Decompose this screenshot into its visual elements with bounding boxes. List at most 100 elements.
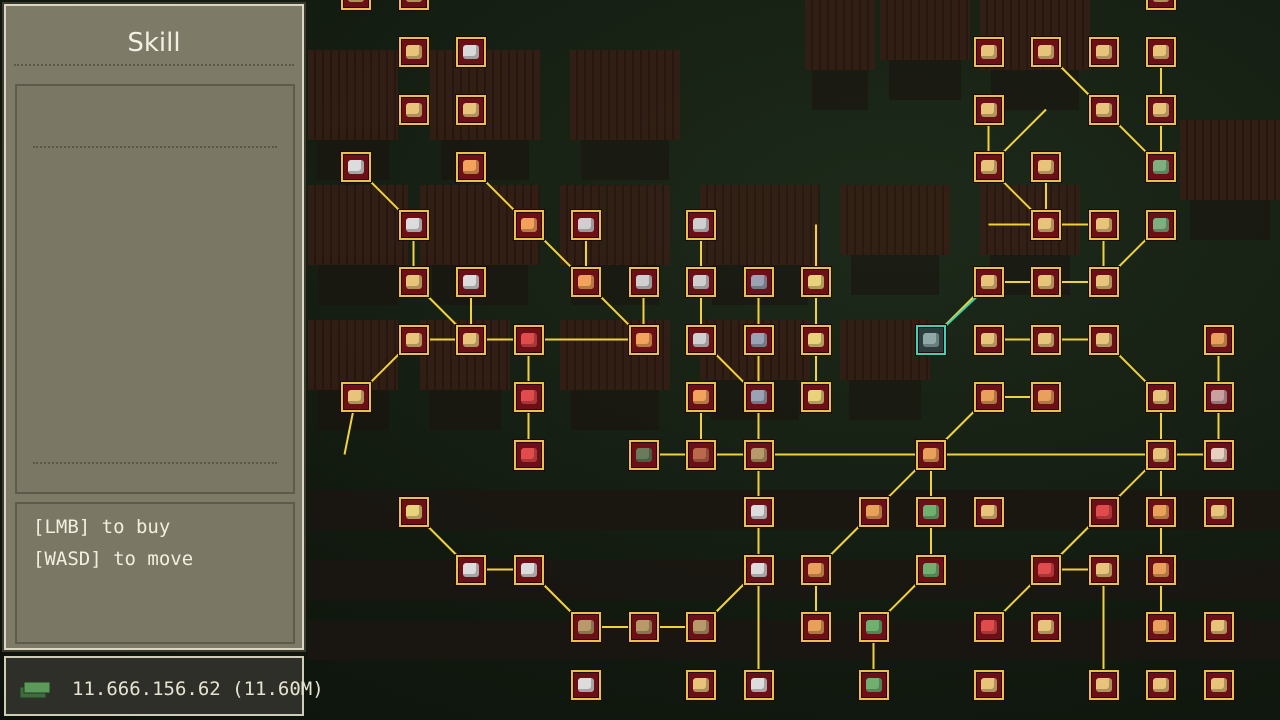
skill-node[interactable] (686, 382, 716, 412)
skill-node[interactable] (1146, 0, 1176, 10)
skill-node[interactable] (1146, 669, 1176, 700)
skill-node[interactable] (1088, 554, 1119, 585)
skill-node[interactable] (1146, 439, 1176, 470)
skill-node[interactable] (1203, 497, 1234, 527)
skill-node[interactable] (801, 382, 831, 412)
skill-node[interactable] (628, 267, 659, 297)
skill-node[interactable] (513, 382, 544, 412)
skill-node[interactable] (1146, 37, 1176, 67)
skill-node[interactable] (398, 267, 429, 297)
skill-node[interactable] (1146, 209, 1176, 240)
skill-node[interactable] (1146, 554, 1176, 585)
skill-node[interactable] (398, 497, 429, 527)
skill-node[interactable] (1031, 267, 1061, 297)
skill-node[interactable] (1203, 439, 1234, 470)
skill-node[interactable] (1088, 497, 1119, 527)
skill-node[interactable] (801, 612, 831, 642)
skill-node[interactable] (456, 94, 486, 125)
skill-node[interactable] (1146, 497, 1176, 527)
skill-node[interactable] (743, 497, 774, 527)
skill-node[interactable] (628, 439, 659, 470)
skill-node[interactable] (743, 382, 774, 412)
skill-node[interactable] (801, 267, 831, 297)
skill-node[interactable] (628, 612, 659, 642)
skill-node[interactable] (1088, 324, 1119, 355)
skill-node[interactable] (1203, 669, 1234, 700)
skill-node[interactable] (686, 439, 716, 470)
skill-node[interactable] (1088, 94, 1119, 125)
skill-node[interactable] (916, 554, 946, 585)
skill-node[interactable] (1146, 94, 1176, 125)
skill-node[interactable] (743, 669, 774, 700)
skill-node[interactable] (973, 382, 1004, 412)
skill-node[interactable] (858, 669, 889, 700)
skill-node[interactable] (456, 152, 486, 182)
skill-node[interactable] (973, 37, 1004, 67)
skill-node[interactable] (398, 0, 429, 10)
skill-node[interactable] (686, 669, 716, 700)
skill-node[interactable] (456, 37, 486, 67)
skill-node[interactable] (398, 209, 429, 240)
skill-node[interactable] (341, 152, 371, 182)
skill-node[interactable] (398, 37, 429, 67)
skill-node[interactable] (1088, 267, 1119, 297)
skill-node[interactable] (916, 324, 946, 355)
skill-node[interactable] (858, 497, 889, 527)
skill-node[interactable] (513, 554, 544, 585)
skill-node[interactable] (571, 612, 601, 642)
skill-node[interactable] (973, 324, 1004, 355)
hammer-icon (1210, 677, 1227, 692)
skill-node[interactable] (1203, 382, 1234, 412)
skill-node[interactable] (1088, 209, 1119, 240)
skill-node[interactable] (743, 324, 774, 355)
bag-icon (923, 332, 939, 347)
skill-node[interactable] (1088, 37, 1119, 67)
skill-node[interactable] (513, 324, 544, 355)
skill-node[interactable] (973, 669, 1004, 700)
skill-node[interactable] (916, 497, 946, 527)
skill-node[interactable] (571, 267, 601, 297)
skill-node[interactable] (1203, 324, 1234, 355)
skill-node[interactable] (686, 209, 716, 240)
skill-node[interactable] (398, 94, 429, 125)
skill-node[interactable] (456, 267, 486, 297)
skill-node[interactable] (398, 324, 429, 355)
skill-node[interactable] (916, 439, 946, 470)
controls-hint-box: [LMB] to buy [WASD] to move (15, 502, 295, 644)
skill-node[interactable] (1146, 382, 1176, 412)
skill-node[interactable] (743, 554, 774, 585)
skill-node[interactable] (1088, 669, 1119, 700)
skill-node[interactable] (571, 669, 601, 700)
skill-node[interactable] (686, 324, 716, 355)
skill-node[interactable] (973, 152, 1004, 182)
skill-node[interactable] (973, 612, 1004, 642)
skill-node[interactable] (341, 0, 371, 10)
skill-node[interactable] (743, 439, 774, 470)
skill-node[interactable] (858, 612, 889, 642)
skill-node[interactable] (628, 324, 659, 355)
skill-node[interactable] (1031, 554, 1061, 585)
skill-node[interactable] (456, 554, 486, 585)
skill-node[interactable] (686, 612, 716, 642)
skill-node[interactable] (743, 267, 774, 297)
skill-node[interactable] (973, 267, 1004, 297)
skill-node[interactable] (801, 324, 831, 355)
skill-node[interactable] (1146, 612, 1176, 642)
skill-node[interactable] (1031, 612, 1061, 642)
skill-node[interactable] (513, 439, 544, 470)
skill-node[interactable] (456, 324, 486, 355)
skill-node[interactable] (973, 94, 1004, 125)
skill-node[interactable] (686, 267, 716, 297)
skill-node[interactable] (513, 209, 544, 240)
skill-node[interactable] (973, 497, 1004, 527)
skill-node[interactable] (1031, 324, 1061, 355)
skill-node[interactable] (1203, 612, 1234, 642)
skill-node[interactable] (341, 382, 371, 412)
skill-node[interactable] (1031, 209, 1061, 240)
skill-node[interactable] (801, 554, 831, 585)
skill-node[interactable] (571, 209, 601, 240)
skill-node[interactable] (1031, 37, 1061, 67)
skill-node[interactable] (1146, 152, 1176, 182)
skill-node[interactable] (1031, 382, 1061, 412)
skill-node[interactable] (1031, 152, 1061, 182)
